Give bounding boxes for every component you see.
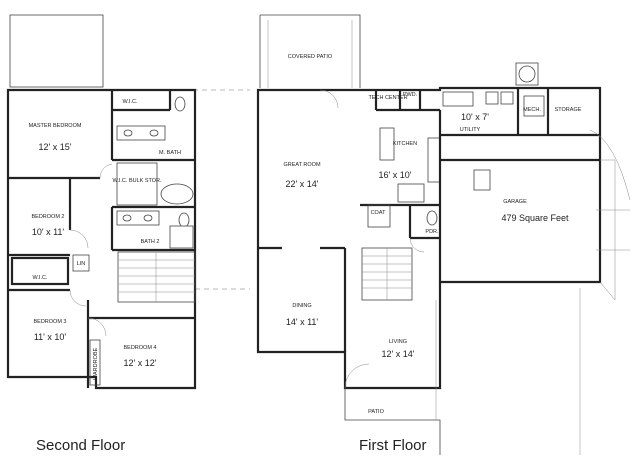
coat-label: COAT	[371, 210, 387, 216]
door-swing	[87, 317, 107, 337]
front-patio-outline	[344, 388, 441, 455]
toilet	[174, 96, 186, 112]
bedroom-3-dimensions: 11' x 10'	[34, 332, 67, 342]
master-vanity	[116, 125, 166, 141]
stairs	[117, 251, 196, 303]
toilet	[426, 210, 438, 226]
dining-dimensions: 14' x 11'	[286, 317, 319, 327]
kitchen-dimensions: 16' x 10'	[379, 170, 412, 180]
toilet	[178, 212, 190, 228]
storage-label: STORAGE	[555, 107, 582, 113]
driveway	[579, 129, 631, 455]
kitchen-counter	[427, 137, 441, 183]
wic-top-label: W.I.C.	[123, 99, 138, 105]
kitchen-label: KITCHEN	[393, 141, 417, 147]
mech-unit	[523, 95, 545, 117]
utility-label: UTILITY	[460, 127, 481, 133]
door-swing	[319, 89, 339, 109]
second-floor-outer-wall	[6, 88, 197, 390]
door-swing	[69, 289, 87, 307]
linen-closet	[72, 254, 90, 272]
door-swing	[69, 229, 89, 249]
kitchen-island	[379, 127, 395, 161]
range	[397, 183, 425, 203]
linen-label: LIN	[77, 261, 86, 267]
sink	[149, 129, 159, 137]
bulk-storage	[116, 162, 158, 206]
wardrobe-box	[89, 339, 101, 386]
master-bedroom-dimensions: 12' x 15'	[39, 142, 72, 152]
bedroom-2-dimensions: 10' x 11'	[32, 227, 65, 237]
coat-closet	[367, 204, 391, 228]
living-dimensions: 12' x 14'	[382, 349, 415, 359]
second-floor-plan: MASTER BEDROOM 12' x 15' W.I.C. M. BATH …	[6, 14, 250, 454]
door-swing	[344, 363, 370, 389]
door-swing	[409, 237, 425, 253]
utility-dimensions: 10' x 7'	[461, 112, 489, 122]
bedroom-3-label: BEDROOM 3	[33, 319, 66, 325]
tub	[160, 183, 194, 205]
master-bath-label: M. BATH	[159, 150, 181, 156]
door-swing	[99, 163, 113, 179]
covered-patio-outline	[259, 14, 361, 88]
stair-treads	[362, 248, 412, 300]
wic-left-label: W.I.C.	[33, 275, 48, 281]
tech-center-label: TECH CENTER	[368, 95, 407, 101]
stair-treads	[118, 252, 195, 302]
living-label: LIVING	[389, 339, 407, 345]
mech-label: MECH.	[523, 107, 541, 113]
wic-bulk-storage-label: W.I.C. BULK STOR.	[112, 178, 162, 184]
first-floor-title: First Floor	[359, 437, 427, 454]
bath2-tub	[169, 225, 194, 249]
bedroom-2-label: BEDROOM 2	[31, 214, 64, 220]
great-room-label: GREAT ROOM	[283, 162, 320, 168]
utility-counter	[442, 91, 474, 107]
master-bedroom-label: MASTER BEDROOM	[29, 123, 82, 129]
dryer	[500, 91, 514, 105]
dining-label: DINING	[292, 303, 311, 309]
patio-label: PATIO	[368, 409, 384, 415]
upper-deck	[9, 14, 104, 88]
great-room-dimensions: 22' x 14'	[286, 179, 319, 189]
first-floor-plan: COVERED PATIO TECH CENTER PWD. MECH. STO…	[256, 14, 631, 455]
garage-post	[473, 169, 491, 191]
powder-label: PWD.	[403, 92, 418, 98]
sink	[122, 214, 132, 222]
bath2-vanity	[116, 210, 160, 226]
covered-patio-label: COVERED PATIO	[288, 54, 333, 60]
wic-left	[10, 256, 70, 286]
sink	[143, 214, 153, 222]
sink	[123, 129, 133, 137]
garage-label: GARAGE	[503, 199, 527, 205]
ac-condenser	[515, 62, 539, 86]
wardrobe-label: WARDROBE	[93, 347, 99, 380]
second-floor-title: Second Floor	[36, 437, 125, 454]
bedroom-4-label: BEDROOM 4	[123, 345, 156, 351]
bedroom-4-dimensions: 12' x 12'	[124, 358, 157, 368]
bath-2-label: BATH 2	[141, 239, 160, 245]
pdr-label: PDR.	[425, 229, 439, 235]
garage-area: 479 Square Feet	[501, 213, 569, 223]
fan-icon	[518, 65, 536, 83]
washer	[485, 91, 499, 105]
